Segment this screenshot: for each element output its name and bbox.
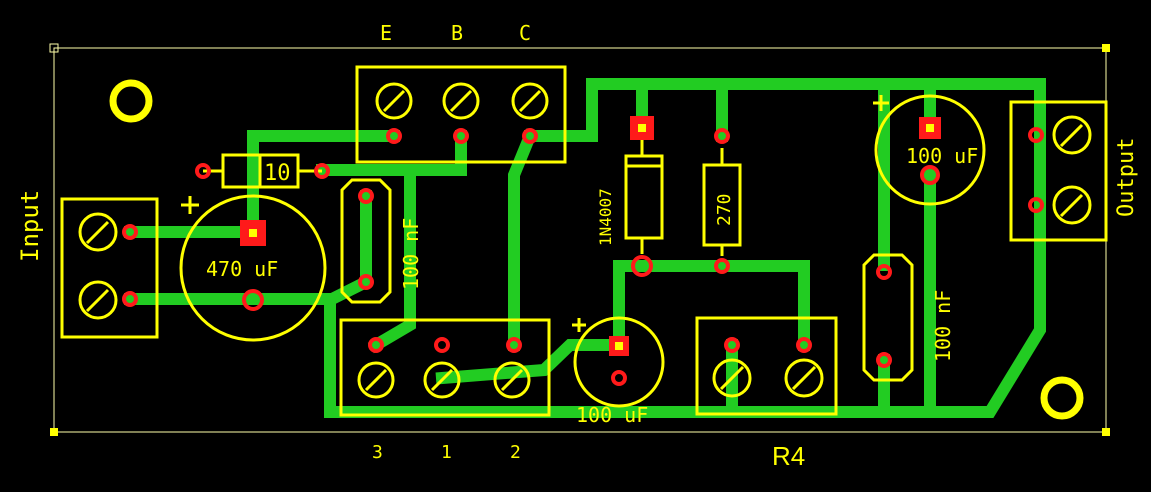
mounting-hole-bottom-right: [1040, 376, 1084, 420]
round-pads: [122, 127, 1044, 386]
cap-100nf-left-label: 100 nF: [399, 218, 423, 290]
cap-100uf-right-outline: [873, 94, 986, 206]
diode-label: 1N4007: [596, 188, 615, 246]
input-label: Input: [16, 190, 44, 262]
transistor-pin-b-label: B: [451, 21, 463, 45]
cap-100nf-right-label: 100 nF: [931, 290, 955, 362]
cap-470uf-label: 470 uF: [206, 257, 278, 281]
cap-470uf-outline: [179, 194, 327, 342]
cap-100nf-right-outline: [862, 253, 914, 382]
transistor-outline: [355, 65, 567, 164]
transistor-pin-e-label: E: [380, 21, 392, 45]
pin-1-label: 1: [441, 442, 452, 463]
resistor-10-outline: [203, 153, 322, 189]
mounting-hole-top-left: [109, 79, 153, 123]
cap-100nf-left-outline: [340, 178, 392, 304]
copper-traces: [124, 78, 1046, 418]
resistor-270-outline: [702, 148, 742, 256]
pin-2-label: 2: [510, 442, 521, 463]
input-terminal-block: [60, 197, 159, 339]
square-pad-holes: [249, 124, 934, 350]
diode-outline: [624, 140, 664, 254]
regulator-outline: [339, 318, 551, 417]
output-label: Output: [1114, 138, 1139, 217]
resistor-270-label: 270: [714, 193, 735, 226]
resistor-10-label: 10: [264, 161, 291, 186]
transistor-pin-c-label: C: [519, 21, 531, 45]
pot-r4-label: R4: [772, 441, 805, 471]
cap-100uf-bottom-outline: [572, 316, 665, 408]
cap-100uf-bottom-label: 100 uF: [576, 403, 648, 427]
pot-r4-outline: [695, 316, 838, 416]
cap-100uf-right-label: 100 uF: [906, 144, 978, 168]
output-terminal-block: [1009, 100, 1108, 242]
pin-3-label: 3: [372, 442, 383, 463]
